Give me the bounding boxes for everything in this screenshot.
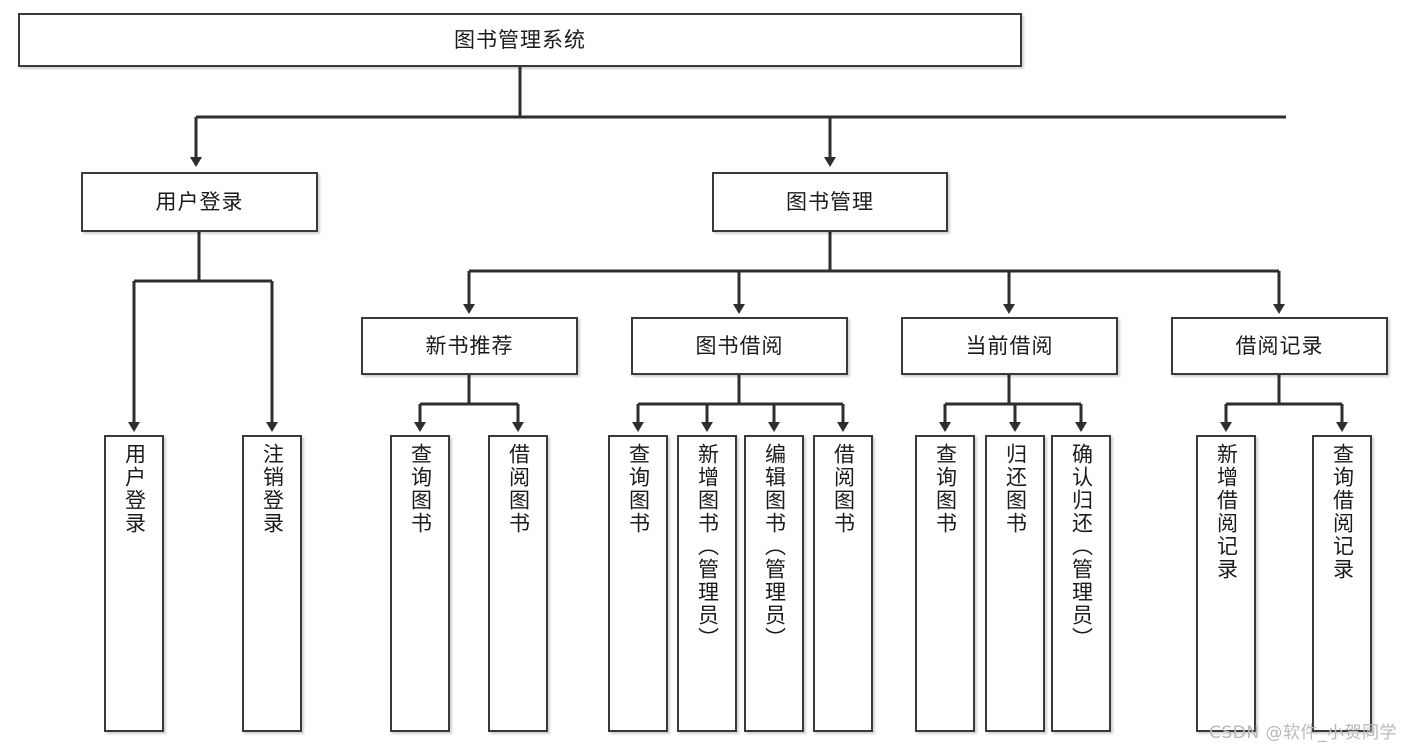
- leaf-add-borrow-record[interactable]: 新增借阅记录: [1196, 435, 1256, 732]
- node-label: 借阅图书: [506, 443, 531, 535]
- node-label: 借阅图书: [831, 443, 856, 535]
- node-label: 借阅记录: [1235, 333, 1324, 358]
- leaf-query-book-recommend[interactable]: 查询图书: [390, 435, 450, 732]
- node-label: 注销登录: [260, 443, 285, 535]
- node-label: 新书推荐: [425, 333, 514, 358]
- node-label: 查询图书: [933, 443, 958, 535]
- node-label: 用户登录: [122, 443, 147, 535]
- node-label: 查询图书: [408, 443, 433, 535]
- leaf-borrow-book[interactable]: 借阅图书: [813, 435, 873, 732]
- node-new-book-recommend[interactable]: 新书推荐: [361, 317, 578, 375]
- leaf-borrow-book-recommend[interactable]: 借阅图书: [488, 435, 548, 732]
- leaf-query-borrow-record[interactable]: 查询借阅记录: [1312, 435, 1372, 732]
- node-label: 查询借阅记录: [1330, 443, 1355, 581]
- node-label: 新增图书（管理员）: [695, 443, 720, 650]
- node-label: 归还图书: [1003, 443, 1028, 535]
- leaf-user-login[interactable]: 用户登录: [104, 435, 164, 732]
- node-borrow-records[interactable]: 借阅记录: [1171, 317, 1388, 375]
- node-label: 图书借阅: [695, 333, 784, 358]
- node-root-system[interactable]: 图书管理系统: [18, 13, 1022, 67]
- node-current-borrow[interactable]: 当前借阅: [901, 317, 1118, 375]
- node-label: 图书管理: [786, 189, 874, 214]
- node-user-login[interactable]: 用户登录: [81, 172, 318, 232]
- leaf-user-logout[interactable]: 注销登录: [242, 435, 302, 732]
- leaf-confirm-return-admin[interactable]: 确认归还（管理员）: [1051, 435, 1111, 732]
- node-label: 确认归还（管理员）: [1069, 443, 1094, 650]
- node-label: 图书管理系统: [454, 27, 586, 52]
- leaf-query-book-current[interactable]: 查询图书: [915, 435, 975, 732]
- leaf-edit-book-admin[interactable]: 编辑图书（管理员）: [744, 435, 804, 732]
- node-label: 查询图书: [626, 443, 651, 535]
- node-book-borrow[interactable]: 图书借阅: [631, 317, 848, 375]
- node-label: 当前借阅: [965, 333, 1054, 358]
- node-label: 用户登录: [155, 189, 244, 214]
- watermark-text: CSDN @软件_小贺同学: [1209, 723, 1397, 743]
- node-label: 编辑图书（管理员）: [762, 443, 787, 650]
- node-book-management[interactable]: 图书管理: [712, 172, 948, 232]
- node-label: 新增借阅记录: [1214, 443, 1239, 581]
- leaf-return-book[interactable]: 归还图书: [985, 435, 1045, 732]
- leaf-add-book-admin[interactable]: 新增图书（管理员）: [677, 435, 737, 732]
- leaf-query-book-borrow[interactable]: 查询图书: [608, 435, 668, 732]
